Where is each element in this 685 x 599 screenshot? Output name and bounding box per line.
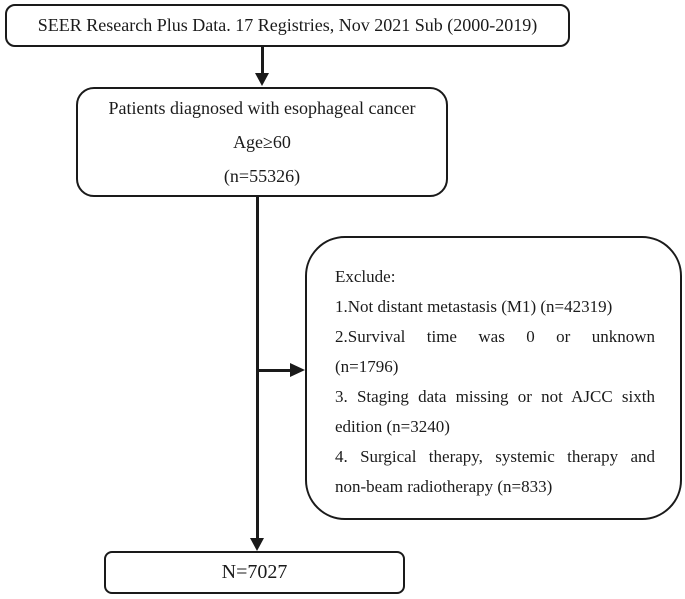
source-box-text: SEER Research Plus Data. 17 Registries, … xyxy=(37,15,538,35)
exclude-item-1: 1.Not distant metastasis (M1) (n=42319) xyxy=(335,297,613,316)
exclude-heading: Exclude: xyxy=(335,267,396,286)
cohort-box-line-1: Patients diagnosed with esophageal cance… xyxy=(108,98,416,118)
source-box: SEER Research Plus Data. 17 Registries, … xyxy=(5,4,570,47)
exclude-item-4-line-1: 4. Surgical therapy, systemic therapy an… xyxy=(335,447,655,466)
exclude-box: Exclude: 1.Not distant metastasis (M1) (… xyxy=(305,236,682,520)
arrow-branch-to-exclude-line xyxy=(258,369,290,372)
cohort-box-line-2: Age≥60 xyxy=(233,132,291,152)
cohort-box-line-3: (n=55326) xyxy=(223,166,301,186)
arrow-cohort-to-result-line xyxy=(256,196,259,538)
result-box: N=7027 xyxy=(104,551,405,594)
result-box-text: N=7027 xyxy=(221,561,288,583)
exclude-item-3-line-2: edition (n=3240) xyxy=(335,417,450,436)
arrow-right-icon xyxy=(290,363,305,377)
cohort-box: Patients diagnosed with esophageal cance… xyxy=(76,87,448,197)
arrow-down-icon xyxy=(255,73,269,86)
arrow-down-icon xyxy=(250,538,264,551)
exclude-item-4-line-2: non-beam radiotherapy (n=833) xyxy=(335,477,553,496)
exclude-item-2-line-2: (n=1796) xyxy=(335,357,399,376)
exclude-item-2-line-1: 2.Survival time was 0 or unknown xyxy=(335,327,655,346)
arrow-source-to-cohort-line xyxy=(261,47,264,75)
exclude-item-3-line-1: 3. Staging data missing or not AJCC sixt… xyxy=(335,387,655,406)
